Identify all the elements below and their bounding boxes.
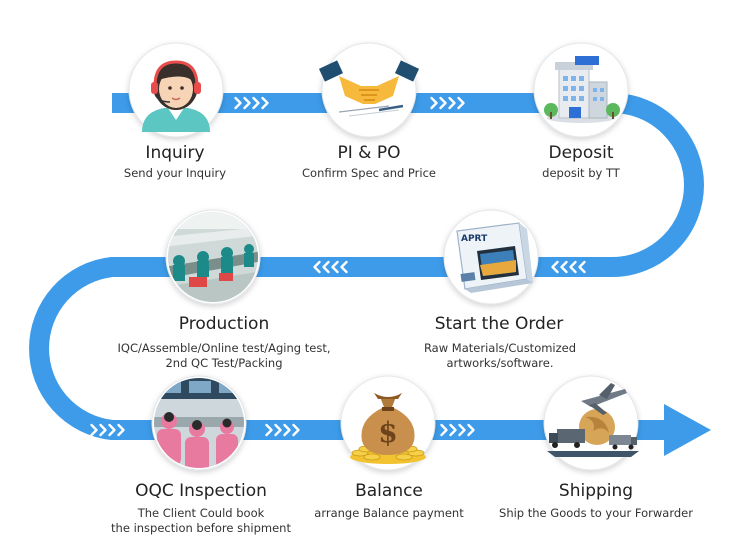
chevron-icon [322,260,330,274]
chevron-icon [560,260,568,274]
chevron-icon [439,96,447,110]
handshake-icon [318,60,420,117]
step-deposit-subtitle-line: deposit by TT [542,166,620,180]
chevron-icon [340,260,348,274]
chevrons-right-5 [440,423,475,437]
step-balance-title: Balance [355,481,423,501]
chevron-icon [440,423,448,437]
chevron-icon [274,423,282,437]
chevron-icon [265,423,273,437]
step-start-order-title: Start the Order [434,314,564,334]
step-start-order-subtitle-line-2: artworks/software. [446,356,554,370]
step-inquiry-subtitle: Send your Inquiry [124,166,226,181]
step-deposit-subtitle: deposit by TT [542,166,620,181]
step-start-order-subtitle-line-1: Raw Materials/Customized [423,341,577,355]
chevron-icon [90,423,98,437]
step-production-subtitle-line-2: 2nd QC Test/Packing [165,356,283,370]
step-production-title: Production [178,314,270,334]
step-oqc-subtitle-line-1: The Client Could book [137,506,265,520]
step-balance-subtitle: arrange Balance payment [314,506,463,521]
shipping-logistics-icon [547,383,639,457]
step-production-subtitle-line-1: IQC/Assemble/Online test/Aging test, [117,341,331,355]
flow-arrowhead [664,404,711,456]
chevron-icon [449,423,457,437]
chevron-icon [243,96,251,110]
chevron-icon [313,260,321,274]
step-oqc-title: OQC Inspection [135,481,267,501]
step-pi-po-subtitle: Confirm Spec and Price [302,166,436,181]
step-pi-po-subtitle-line: Confirm Spec and Price [302,166,436,180]
chevron-icon [578,260,586,274]
chevron-icon [292,423,300,437]
chevron-icon [457,96,465,110]
step-pi-po-title: PI & PO [337,143,401,163]
chevron-icon [252,96,260,110]
chevron-icon [283,423,291,437]
step-shipping-subtitle-line: Ship the Goods to your Forwarder [499,506,693,520]
step-oqc-subtitle: The Client Could book the inspection bef… [111,506,291,536]
customer-service-agent-icon [142,60,210,132]
chevrons-right-1 [234,96,269,110]
product-box-icon: APRT [456,222,533,293]
chevron-icon [430,96,438,110]
flow-track [29,93,704,440]
dollar-sign-icon: $ [378,416,397,449]
chevrons-right-3 [90,423,125,437]
step-start-order-subtitle: Raw Materials/Customized artworks/softwa… [424,341,576,371]
chevrons-left-1 [551,260,586,274]
chevron-icon [331,260,339,274]
step-deposit-title: Deposit [548,143,614,163]
chevron-icon [108,423,116,437]
chevron-icon [117,423,125,437]
chevron-icon [569,260,577,274]
money-bag-icon: $ [350,393,426,464]
step-oqc-subtitle-line-2: the inspection before shipment [111,521,291,535]
bank-building-icon [544,56,620,123]
box-brand-label: APRT [461,234,488,244]
chevron-icon [467,423,475,437]
inspection-workers-icon [154,378,244,468]
step-shipping-subtitle: Ship the Goods to your Forwarder [499,506,693,521]
step-shipping-title: Shipping [558,481,634,501]
chevron-icon [99,423,107,437]
step-inquiry-title: Inquiry [145,143,205,163]
chevron-icon [551,260,559,274]
chevrons-right-4 [265,423,300,437]
factory-line-icon [168,212,258,302]
chevron-icon [234,96,242,110]
step-production-subtitle: IQC/Assemble/Online test/Aging test, 2nd… [118,341,331,371]
step-inquiry-subtitle-line: Send your Inquiry [123,166,227,180]
step-balance-subtitle-line: arrange Balance payment [314,506,464,520]
chevron-icon [458,423,466,437]
chevrons-left-2 [313,260,348,274]
chevron-icon [448,96,456,110]
chevrons-right-2 [430,96,465,110]
chevron-icon [261,96,269,110]
